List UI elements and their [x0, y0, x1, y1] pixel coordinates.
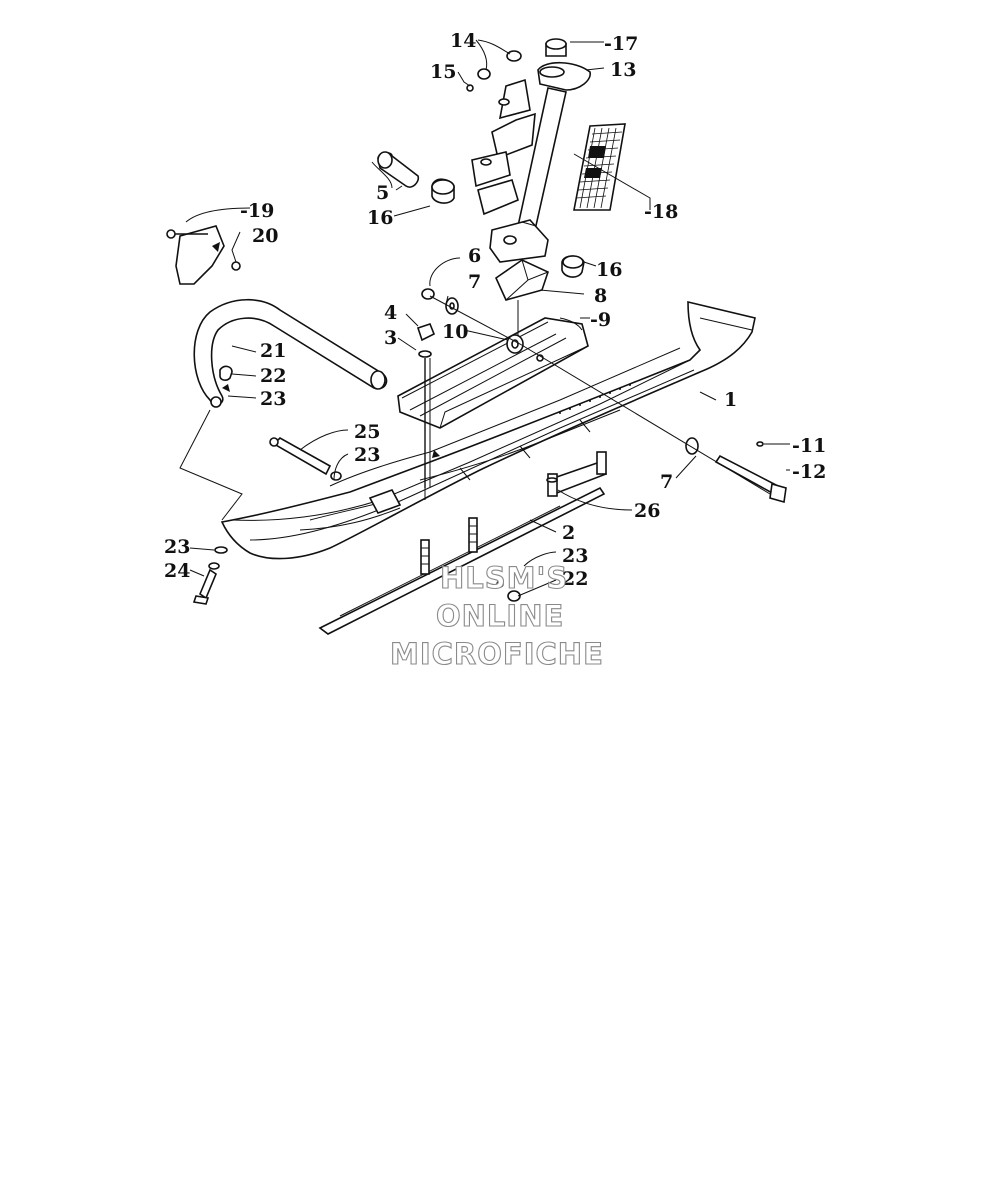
label-9: -9	[590, 309, 611, 331]
carbide-studs	[546, 451, 608, 497]
label-7a: 7	[468, 271, 481, 293]
label-11: -11	[792, 435, 826, 457]
label-6: 6	[468, 245, 481, 267]
washer-7a	[445, 297, 459, 315]
ski-decal	[573, 123, 626, 211]
nut-4	[416, 323, 436, 342]
nut-17-top	[506, 50, 522, 62]
label-3: 3	[384, 327, 397, 349]
spindle	[471, 38, 591, 263]
label-22b: 22	[562, 568, 588, 590]
part-labels: 14 -17 15 13 5 16 -18 -19 20 16 6 7 8 4 …	[164, 30, 826, 590]
label-26: 26	[634, 500, 660, 522]
label-14: 14	[450, 30, 476, 52]
label-21: 21	[260, 340, 286, 362]
label-16a: 16	[367, 207, 393, 229]
bracket-19-20	[166, 225, 241, 285]
label-19: -19	[240, 200, 274, 222]
label-8: 8	[594, 285, 607, 307]
label-13: 13	[610, 59, 636, 81]
bolt-axle	[424, 358, 431, 488]
label-23d: 23	[562, 545, 588, 567]
watermark-line-1: HLSM'S	[440, 561, 568, 595]
label-4: 4	[384, 302, 397, 324]
washer-3	[418, 350, 432, 358]
bushing-16b	[561, 255, 585, 278]
label-15: 15	[430, 61, 456, 83]
label-23b: 23	[354, 444, 380, 466]
label-24: 24	[164, 560, 190, 582]
bolt-24	[192, 546, 228, 605]
saddle	[397, 317, 589, 458]
watermark-line-2: ONLINE	[436, 599, 564, 633]
ski-dots	[559, 384, 631, 414]
label-7b: 7	[660, 471, 673, 493]
watermark-line-3: MICROFICHE	[390, 637, 604, 671]
label-25: 25	[354, 421, 380, 443]
bolt-12	[714, 454, 787, 504]
wear-bar	[318, 486, 606, 635]
label-2: 2	[562, 522, 575, 544]
ski-loop	[193, 299, 388, 408]
label-23c: 23	[164, 536, 190, 558]
label-20: 20	[252, 225, 278, 247]
label-16b: 16	[596, 259, 622, 281]
label-10: 10	[442, 321, 468, 343]
nut-11	[756, 441, 764, 447]
label-12: -12	[792, 461, 826, 483]
label-22a: 22	[260, 365, 286, 387]
nut-15	[466, 68, 491, 92]
washer-7b	[685, 437, 699, 455]
leader-lines	[179, 39, 790, 597]
label-1: 1	[724, 389, 737, 411]
bushing-16a	[431, 178, 455, 204]
label-18: -18	[644, 201, 678, 223]
bolt-25	[269, 437, 342, 481]
nut-22b	[496, 580, 521, 602]
label-23a: 23	[260, 388, 286, 410]
watermark: HLSM'S ONLINE MICROFICHE	[389, 560, 604, 671]
pad-8	[494, 259, 549, 301]
label-5: 5	[376, 182, 389, 204]
bushing-5	[377, 151, 420, 188]
label-17: -17	[604, 33, 638, 55]
